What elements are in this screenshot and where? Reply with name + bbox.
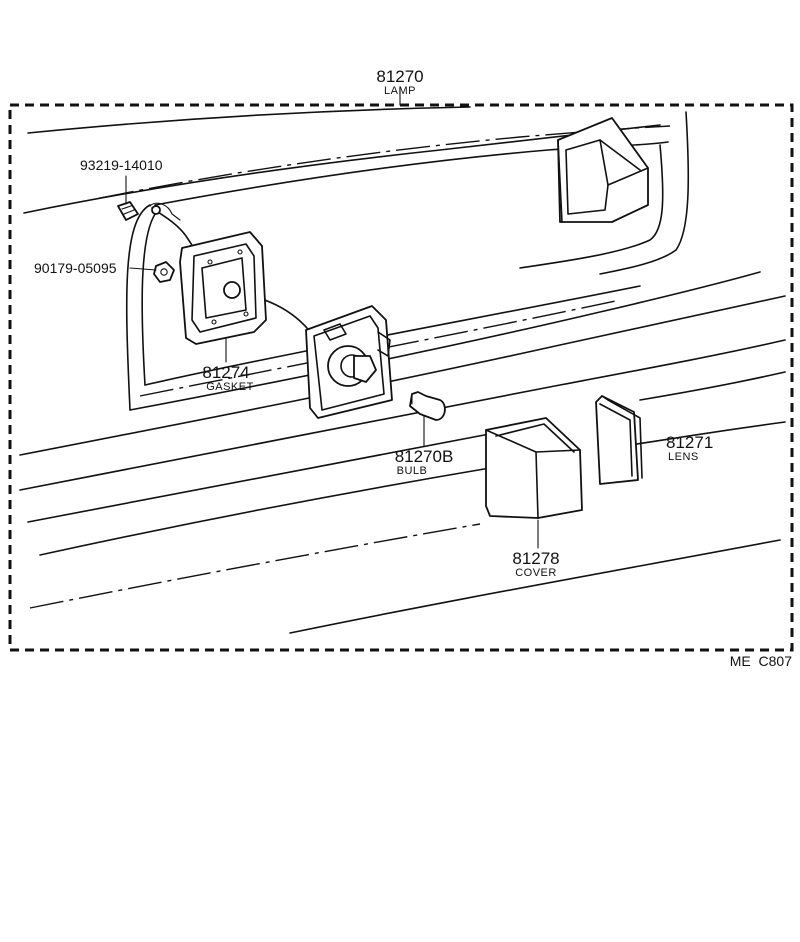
gasket-part-number: 81274 (202, 363, 249, 382)
lamp-socket-drawing (305, 305, 393, 419)
vehicle-body-outline (19, 106, 786, 634)
bulb-part-number: 81270B (395, 447, 454, 466)
screw-icon (117, 201, 139, 221)
assembly-name: LAMP (384, 85, 416, 97)
lens-name: LENS (668, 451, 699, 463)
nut-part-number: 90179-05095 (34, 260, 117, 276)
cover-name: COVER (515, 567, 557, 579)
gasket-name: GASKET (206, 381, 254, 393)
leader-lines (125, 87, 663, 549)
bulb-name: BULB (397, 465, 428, 477)
assembly-part-number: 81270 (376, 67, 423, 86)
lens-drawing (595, 395, 643, 485)
cover-part-number: 81278 (512, 549, 559, 568)
bulb-icon (409, 391, 446, 421)
assembly-boundary (8, 103, 794, 652)
diagram-reference-code: ME C807 (730, 653, 792, 669)
cover-drawing (485, 417, 583, 519)
lens-part-number: 81271 (666, 433, 713, 452)
screw-part-number: 93219-14010 (80, 157, 163, 173)
gasket-drawing (179, 231, 267, 345)
nut-icon (153, 261, 175, 283)
side-marker-reflector (557, 117, 649, 223)
